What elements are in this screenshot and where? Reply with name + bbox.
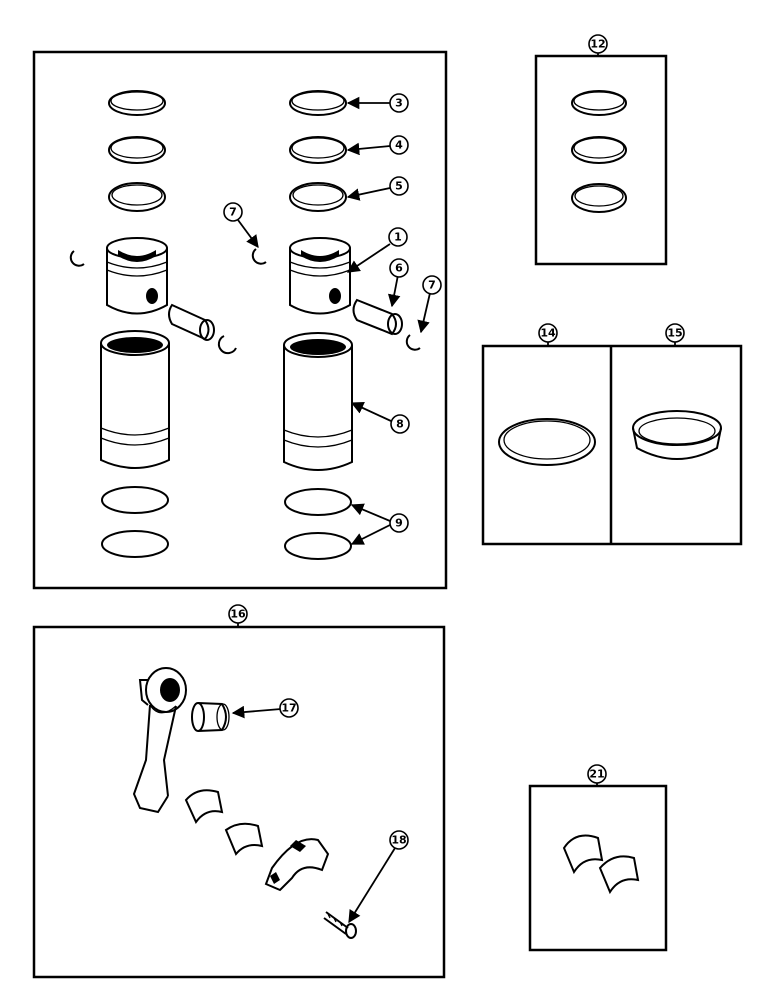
callout-3: 3 xyxy=(389,93,409,113)
svg-text:16: 16 xyxy=(230,608,246,621)
left-o-rings xyxy=(101,486,169,558)
callout-18: 18 xyxy=(389,830,409,850)
left-cylinder-sleeve xyxy=(100,330,170,469)
callout-14: 14 xyxy=(538,323,558,343)
svg-text:21: 21 xyxy=(589,768,604,781)
callout-1: 1 xyxy=(388,227,408,247)
callout-21: 21 xyxy=(587,764,607,784)
svg-text:18: 18 xyxy=(391,834,406,847)
callout-7-right: 7 xyxy=(422,275,442,295)
right-cylinder-sleeve xyxy=(283,332,353,471)
ring-set-panel: 12 xyxy=(534,34,668,266)
bearing-shell-b xyxy=(598,855,640,895)
rod-bearing-shell-upper xyxy=(184,789,224,824)
svg-text:7: 7 xyxy=(428,279,436,292)
snap-ring-center xyxy=(251,248,267,265)
svg-text:15: 15 xyxy=(667,327,682,340)
right-piston xyxy=(289,237,351,315)
left-ring-stack xyxy=(108,90,166,212)
callout-12: 12 xyxy=(588,34,608,54)
bearing-set-panel: 21 xyxy=(528,764,668,952)
rod-bearing-shell-lower xyxy=(224,822,264,856)
svg-text:1: 1 xyxy=(394,231,402,244)
right-piston-pin xyxy=(352,298,403,336)
callout-7-center: 7 xyxy=(223,202,243,222)
svg-text:6: 6 xyxy=(395,262,403,275)
svg-text:9: 9 xyxy=(395,517,403,530)
callout-5: 5 xyxy=(389,176,409,196)
bearing-panels: 14 15 xyxy=(481,323,743,546)
callout-15: 15 xyxy=(665,323,685,343)
svg-text:3: 3 xyxy=(395,97,403,110)
callout-17: 17 xyxy=(279,698,299,718)
connecting-rod-panel: 16 17 xyxy=(32,604,446,979)
svg-text:17: 17 xyxy=(281,702,296,715)
bearing-shell-a xyxy=(562,834,604,875)
rod-bolt xyxy=(323,911,357,939)
seal-ring-15 xyxy=(632,410,722,460)
connecting-rod xyxy=(132,667,187,814)
svg-text:4: 4 xyxy=(395,139,403,152)
callout-8: 8 xyxy=(390,414,410,434)
svg-text:12: 12 xyxy=(590,38,605,51)
right-ring-stack xyxy=(289,90,347,212)
svg-text:8: 8 xyxy=(396,418,404,431)
callout-9: 9 xyxy=(389,513,409,533)
thrust-ring-14 xyxy=(498,418,596,466)
callout-6: 6 xyxy=(389,258,409,278)
rod-bushing xyxy=(191,702,230,732)
left-piston xyxy=(69,237,168,315)
callout-4: 4 xyxy=(389,135,409,155)
svg-text:7: 7 xyxy=(229,206,237,219)
piston-kit-panel: 3 4 5 1 6 7 7 xyxy=(32,50,448,590)
rod-cap xyxy=(264,838,330,892)
right-o-rings xyxy=(284,488,352,560)
svg-text:5: 5 xyxy=(395,180,403,193)
snap-ring-right xyxy=(405,334,421,351)
callout-16: 16 xyxy=(228,604,248,624)
svg-text:14: 14 xyxy=(540,327,556,340)
left-piston-pin xyxy=(168,303,237,355)
